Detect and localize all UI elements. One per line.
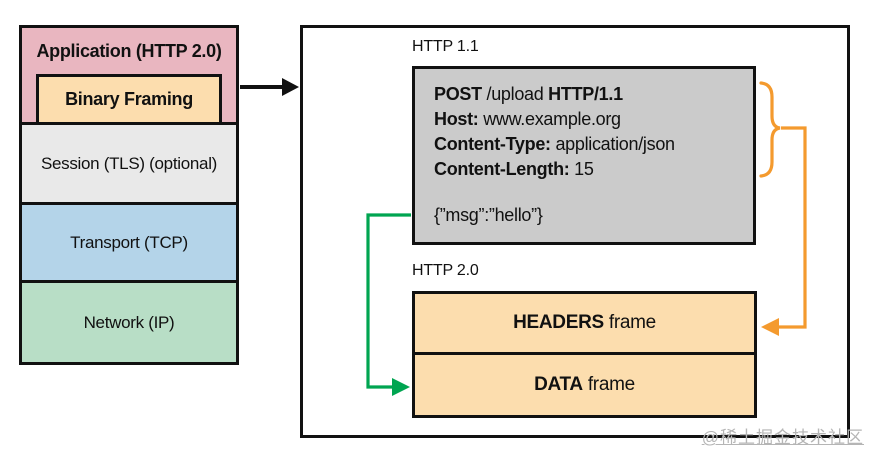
- request-line-content-length: Content-Length: 15: [434, 159, 594, 179]
- layer-application-label: Application (HTTP 2.0): [36, 41, 222, 61]
- request-line-host: Host: www.example.org: [434, 109, 621, 129]
- layer-network-ip: Network (IP): [19, 280, 239, 365]
- protocol-stack: Application (HTTP 2.0) Session (TLS) (op…: [19, 25, 239, 365]
- data-frame-box: DATA frame: [412, 352, 757, 418]
- layer-binary-framing: Binary Framing: [36, 74, 222, 125]
- layer-network-label: Network (IP): [83, 312, 175, 332]
- http11-request-box: POST /upload HTTP/1.1 Host: www.example.…: [412, 66, 756, 245]
- headers-frame-label: HEADERS frame: [513, 312, 656, 333]
- layer-binary-framing-label: Binary Framing: [65, 89, 193, 109]
- watermark-text: @稀土掘金技术社区: [701, 428, 864, 447]
- headers-frame-box: HEADERS frame: [412, 291, 757, 355]
- layer-transport-tcp: Transport (TCP): [19, 202, 239, 283]
- stack-to-panel-arrow: [240, 78, 299, 96]
- http20-section-label: HTTP 2.0: [412, 262, 479, 279]
- layer-session-tls: Session (TLS) (optional): [19, 122, 239, 205]
- layer-session-label: Session (TLS) (optional): [40, 153, 218, 173]
- request-line-content-type: Content-Type: application/json: [434, 134, 675, 154]
- request-line-post: POST /upload HTTP/1.1: [434, 84, 623, 104]
- data-frame-label: DATA frame: [534, 374, 635, 395]
- request-body-json: {”msg”:”hello”}: [434, 205, 543, 225]
- http11-section-label: HTTP 1.1: [412, 38, 479, 55]
- layer-transport-label: Transport (TCP): [70, 232, 188, 252]
